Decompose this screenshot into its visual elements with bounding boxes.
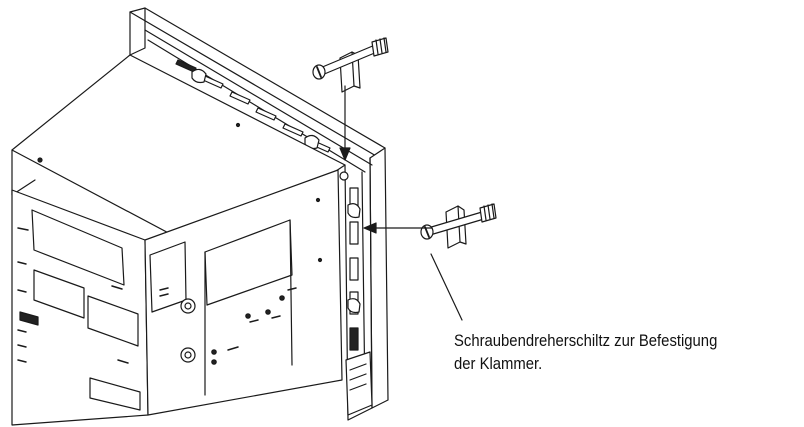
mounting-clip-top [312, 37, 389, 93]
insertion-arrows [339, 85, 433, 234]
housing-side [144, 169, 343, 416]
mounting-clip-side [420, 203, 497, 249]
callout-line-2: der Klammer. [454, 355, 543, 373]
callout-text: Schraubendreherschiltz zur Befestigung d… [454, 330, 765, 376]
callout-leader-line [430, 253, 463, 321]
callout-line-1: Schraubendreherschiltz zur Befestigung [454, 332, 718, 350]
bezel-frame [129, 7, 389, 421]
housing-front [11, 189, 149, 426]
